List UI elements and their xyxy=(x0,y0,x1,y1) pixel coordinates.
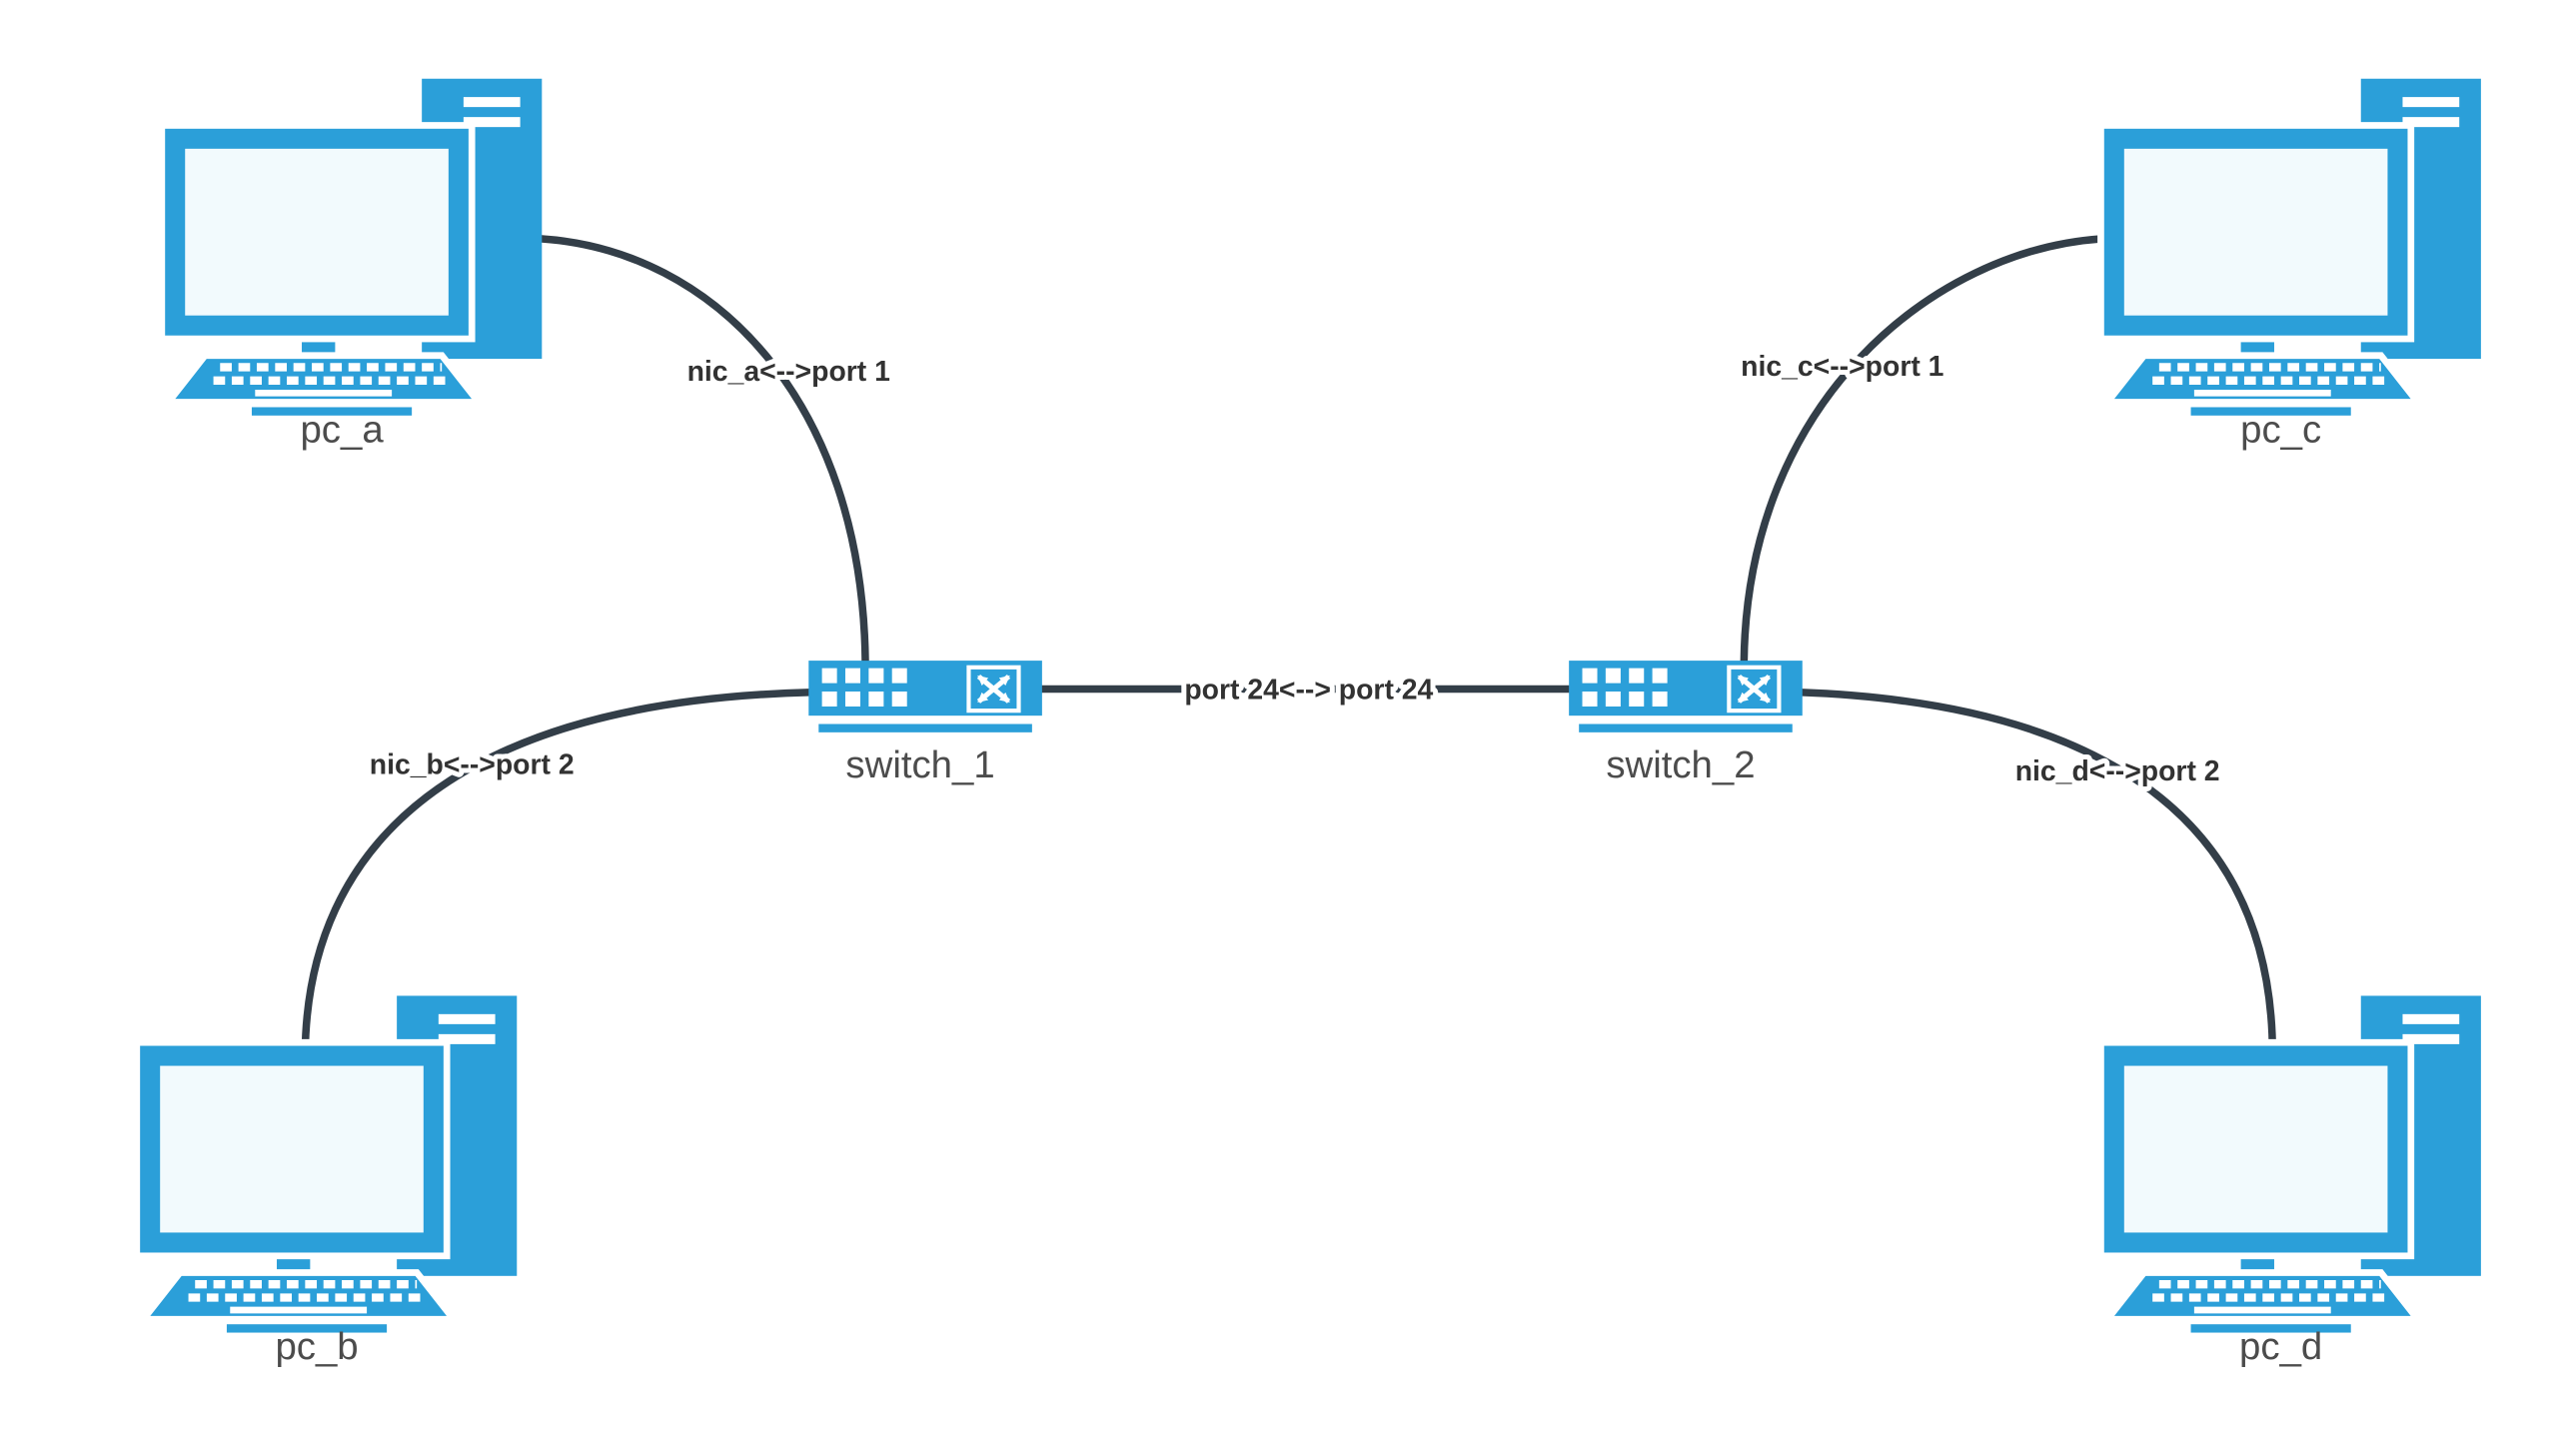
node-label-pc_a: pc_a xyxy=(300,409,384,452)
switch-icon xyxy=(1569,661,1803,732)
node-label-switch_1: switch_1 xyxy=(845,743,994,786)
node-switch_1[interactable]: switch_1 xyxy=(808,661,1042,786)
pc-icon xyxy=(2100,79,2480,416)
node-switch_2[interactable]: switch_2 xyxy=(1569,661,1803,786)
node-pc_d[interactable]: pc_d xyxy=(2100,995,2480,1368)
link-pc_a-switch_1[interactable] xyxy=(538,235,869,665)
node-pc_a[interactable]: pc_a xyxy=(162,79,542,452)
link-labels-layer: nic_a<-->port 1 nic_b<-->port 2 port 24<… xyxy=(365,346,2225,792)
pc-icon xyxy=(2100,995,2480,1332)
link-pc_d-switch_2[interactable] xyxy=(1795,689,2277,1058)
nodes-layer: pc_a pc_b pc_c pc_d switch_1 switch_2 xyxy=(137,79,2481,1368)
node-label-pc_b: pc_b xyxy=(275,1325,358,1368)
node-label-pc_c: pc_c xyxy=(2240,409,2321,452)
pc-icon xyxy=(137,995,517,1332)
pc-icon xyxy=(162,79,542,416)
link-label-switch_1-switch_2: port 24<--> port 24 xyxy=(1184,674,1433,706)
link-label-pc_b-switch_1: nic_b<-->port 2 xyxy=(370,749,575,781)
link-label-pc_d-switch_2: nic_d<-->port 2 xyxy=(2015,755,2220,787)
link-label-pc_c-switch_2: nic_c<-->port 1 xyxy=(1741,351,1943,383)
link-pc_c-switch_2[interactable] xyxy=(1740,235,2105,665)
node-pc_c[interactable]: pc_c xyxy=(2100,79,2480,452)
node-pc_b[interactable]: pc_b xyxy=(137,995,517,1368)
switch-icon xyxy=(808,661,1042,732)
link-label-pc_a-switch_1: nic_a<-->port 1 xyxy=(687,356,890,388)
node-label-pc_d: pc_d xyxy=(2239,1325,2322,1368)
link-pc_b-switch_1[interactable] xyxy=(301,689,816,1058)
node-label-switch_2: switch_2 xyxy=(1606,743,1755,786)
links-layer xyxy=(301,235,2277,1058)
